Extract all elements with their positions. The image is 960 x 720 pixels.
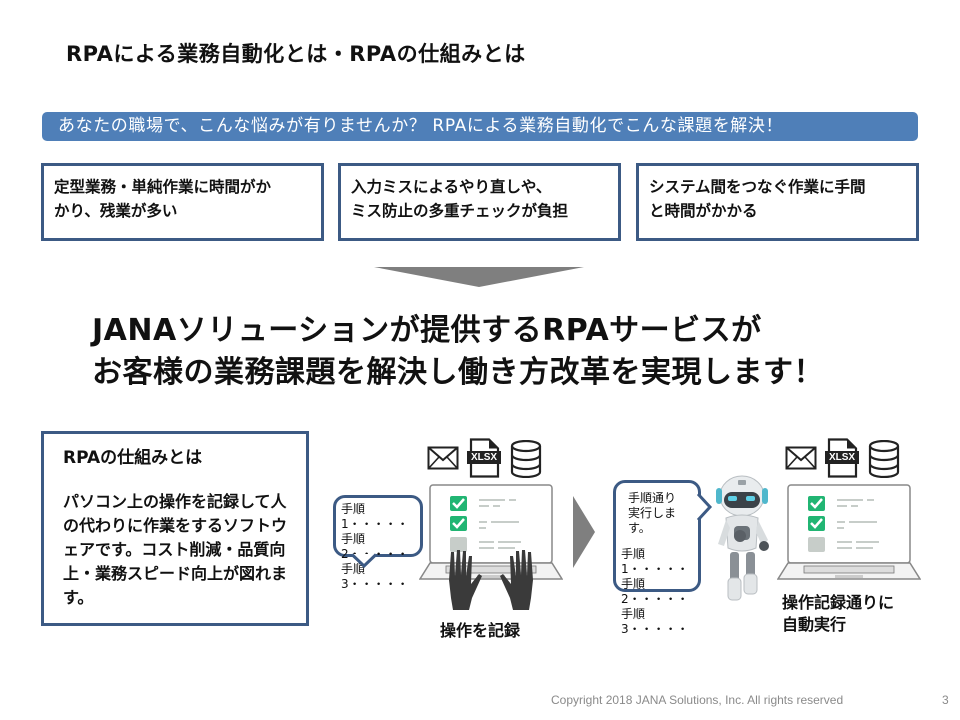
rpa-explanation-box: RPAの仕組みとは パソコン上の操作を記録して人の代わりに作業をするソフトウェア… (41, 431, 309, 626)
problem-box-input-errors: 入力ミスによるやり直しや、 ミス防止の多重チェックが負担 (338, 163, 621, 241)
headline-line-1: JANAソリューションが提供するRPAサービスが (92, 313, 762, 348)
procedure-step: 手順1・・・・・ (341, 502, 409, 531)
xlsx-file-icon: XLSX (825, 438, 859, 478)
database-icon (868, 440, 900, 478)
rpa-box-body: パソコン上の操作を記録して人の代わりに作業をするソフトウェアです。コスト削減・品… (63, 492, 288, 607)
problem-text-line: 入力ミスによるやり直しや、 (351, 178, 552, 196)
procedure-step: 手順3・・・・・ (621, 607, 689, 636)
procedure-step: 手順1・・・・・ (621, 547, 689, 576)
xlsx-label: XLSX (470, 452, 498, 463)
procedure-bubble-execute: 手順通り 実行します。 手順1・・・・・ 手順2・・・・・ 手順3・・・・・ (613, 480, 701, 636)
robot-icon (716, 475, 769, 601)
headline-line-2: お客様の業務課題を解決し働き方改革を実現します！ (92, 355, 824, 390)
copyright-footer: Copyright 2018 JANA Solutions, Inc. All … (551, 693, 844, 707)
execute-intro-line: 実行します。 (628, 506, 677, 535)
page-number: 3 (942, 693, 949, 707)
problem-box-system-integration: システム間をつなぐ作業に手間 と時間がかかる (636, 163, 919, 241)
problem-text-line: 定型業務・単純作業に時間がか (54, 178, 272, 196)
problem-text-line: と時間がかかる (649, 202, 758, 220)
problem-box-overtime: 定型業務・単純作業に時間がか かり、残業が多い (41, 163, 324, 241)
down-arrow-icon (374, 267, 584, 287)
mail-icon (785, 446, 817, 470)
xlsx-file-icon: XLSX (467, 438, 501, 478)
rpa-box-title: RPAの仕組みとは (63, 448, 203, 468)
procedure-step: 手順2・・・・・ (621, 577, 689, 606)
right-arrow-icon (573, 496, 595, 568)
xlsx-label: XLSX (828, 452, 856, 463)
headline: JANAソリューションが提供するRPAサービスが お客様の業務課題を解決し働き方… (92, 310, 824, 394)
mail-icon (427, 446, 459, 470)
record-caption: 操作を記録 (440, 621, 521, 640)
procedure-bubble-record: 手順1・・・・・ 手順2・・・・・ 手順3・・・・・ (333, 495, 423, 591)
slide-title: RPAによる業務自動化とは・RPAの仕組みとは (66, 42, 526, 66)
execute-intro-line: 手順通り (628, 491, 677, 505)
procedure-step: 手順3・・・・・ (341, 562, 409, 591)
problem-text-line: かり、残業が多い (54, 202, 178, 220)
laptop-icon (777, 484, 921, 580)
database-icon (510, 440, 542, 478)
bubble-tail (697, 494, 713, 520)
problem-banner: あなたの職場で、こんな悩みが有りませんか？ RPAによる業務自動化でこんな課題を… (42, 112, 918, 141)
execute-caption-line: 操作記録通りに (782, 593, 895, 612)
typing-hands-icon (449, 550, 533, 610)
bubble-tail (352, 553, 376, 569)
problem-text-line: システム間をつなぐ作業に手間 (649, 178, 866, 196)
problem-text-line: ミス防止の多重チェックが負担 (351, 202, 569, 220)
execute-caption: 操作記録通りに 自動実行 (782, 592, 894, 636)
execute-caption-line: 自動実行 (782, 615, 847, 634)
